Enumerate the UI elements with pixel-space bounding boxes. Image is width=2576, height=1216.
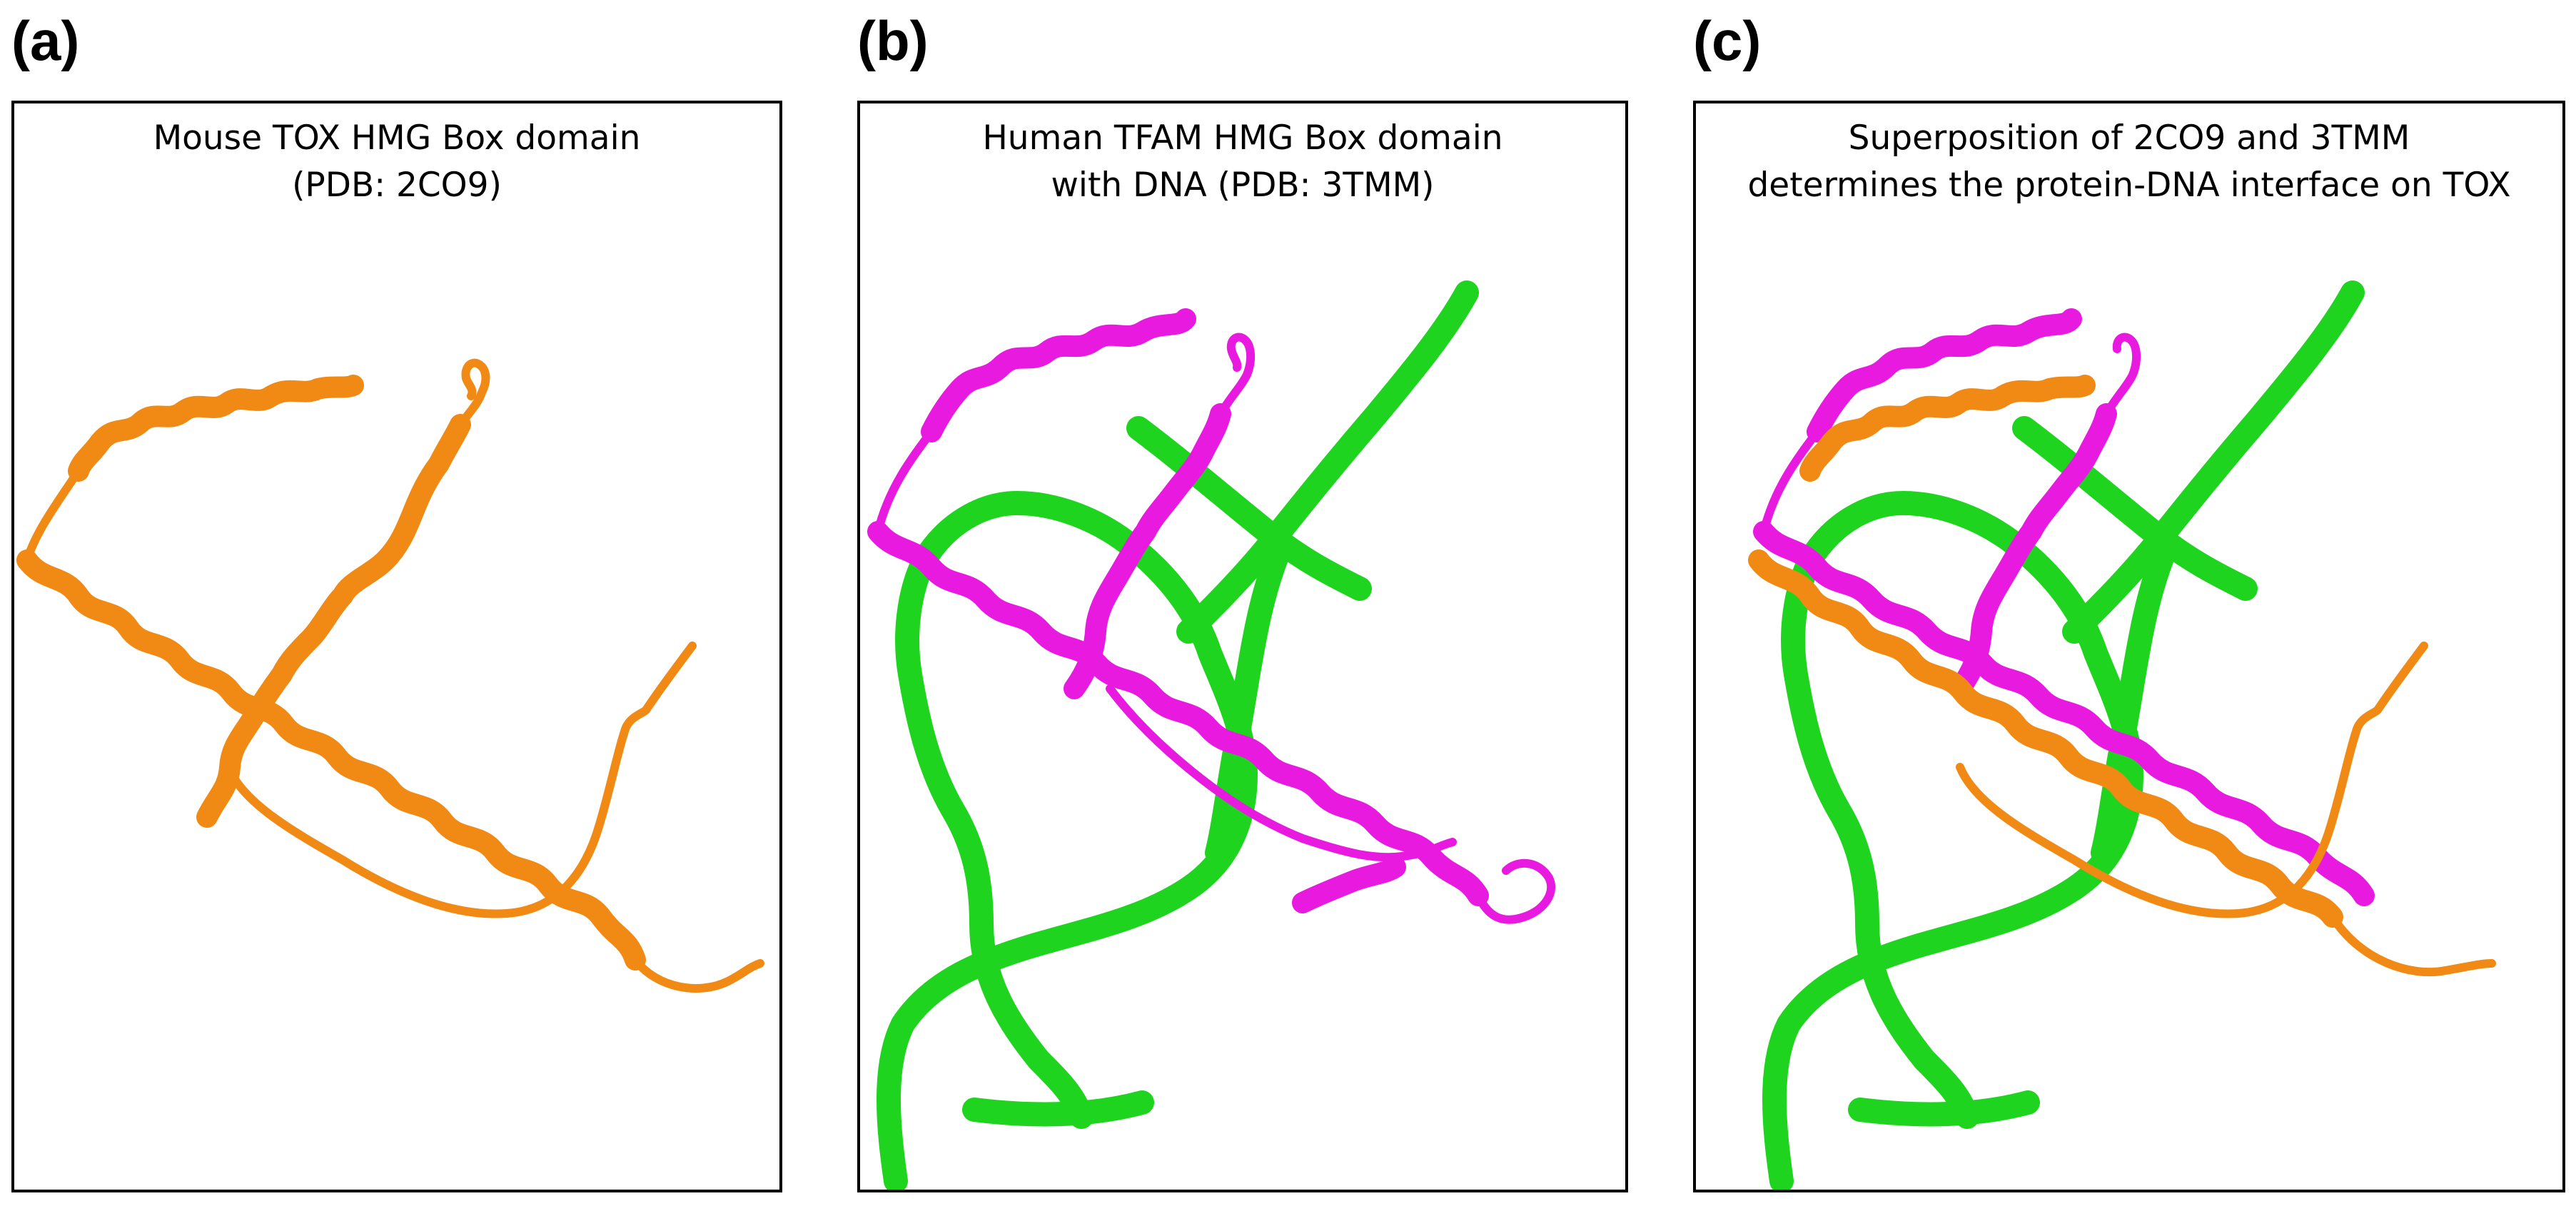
tox-protein-ribbon-superposed	[1748, 375, 2496, 977]
panel-b-frame: Human TFAM HMG Box domain with DNA (PDB:…	[857, 101, 1628, 1192]
panel-c-title-line-1: Superposition of 2CO9 and 3TMM	[1848, 118, 2410, 158]
dna-strands-superposed	[1762, 280, 2365, 1190]
dna-strands	[877, 280, 1479, 1190]
tox-structure-image	[16, 358, 764, 993]
panel-a-label: (a)	[11, 9, 80, 72]
panel-b-label: (b)	[857, 9, 929, 72]
panel-c-title-line-2: determines the protein-DNA interface on …	[1747, 166, 2511, 205]
superposition-structure-image	[1748, 280, 2496, 1190]
tfam-protein-ribbon-superposed	[1753, 308, 2375, 906]
panel-c-frame: Superposition of 2CO9 and 3TMM determine…	[1693, 101, 2565, 1192]
panel-b-title-line-2: with DNA (PDB: 3TMM)	[1051, 166, 1435, 205]
panel-c-label: (c)	[1693, 9, 1762, 72]
panel-a-title: Mouse TOX HMG Box domain (PDB: 2CO9)	[14, 115, 779, 209]
panel-a-frame: Mouse TOX HMG Box domain (PDB: 2CO9)	[11, 101, 782, 1192]
tfam-dna-structure-image	[867, 280, 1556, 1190]
tox-protein-ribbon	[16, 358, 764, 993]
panel-b-title: Human TFAM HMG Box domain with DNA (PDB:…	[860, 115, 1625, 209]
panel-b-title-line-1: Human TFAM HMG Box domain	[982, 118, 1503, 158]
panel-c-title: Superposition of 2CO9 and 3TMM determine…	[1696, 115, 2562, 209]
panel-a-title-line-1: Mouse TOX HMG Box domain	[153, 118, 641, 158]
panel-a-title-line-2: (PDB: 2CO9)	[292, 166, 502, 205]
tfam-protein-ribbon	[867, 308, 1556, 924]
